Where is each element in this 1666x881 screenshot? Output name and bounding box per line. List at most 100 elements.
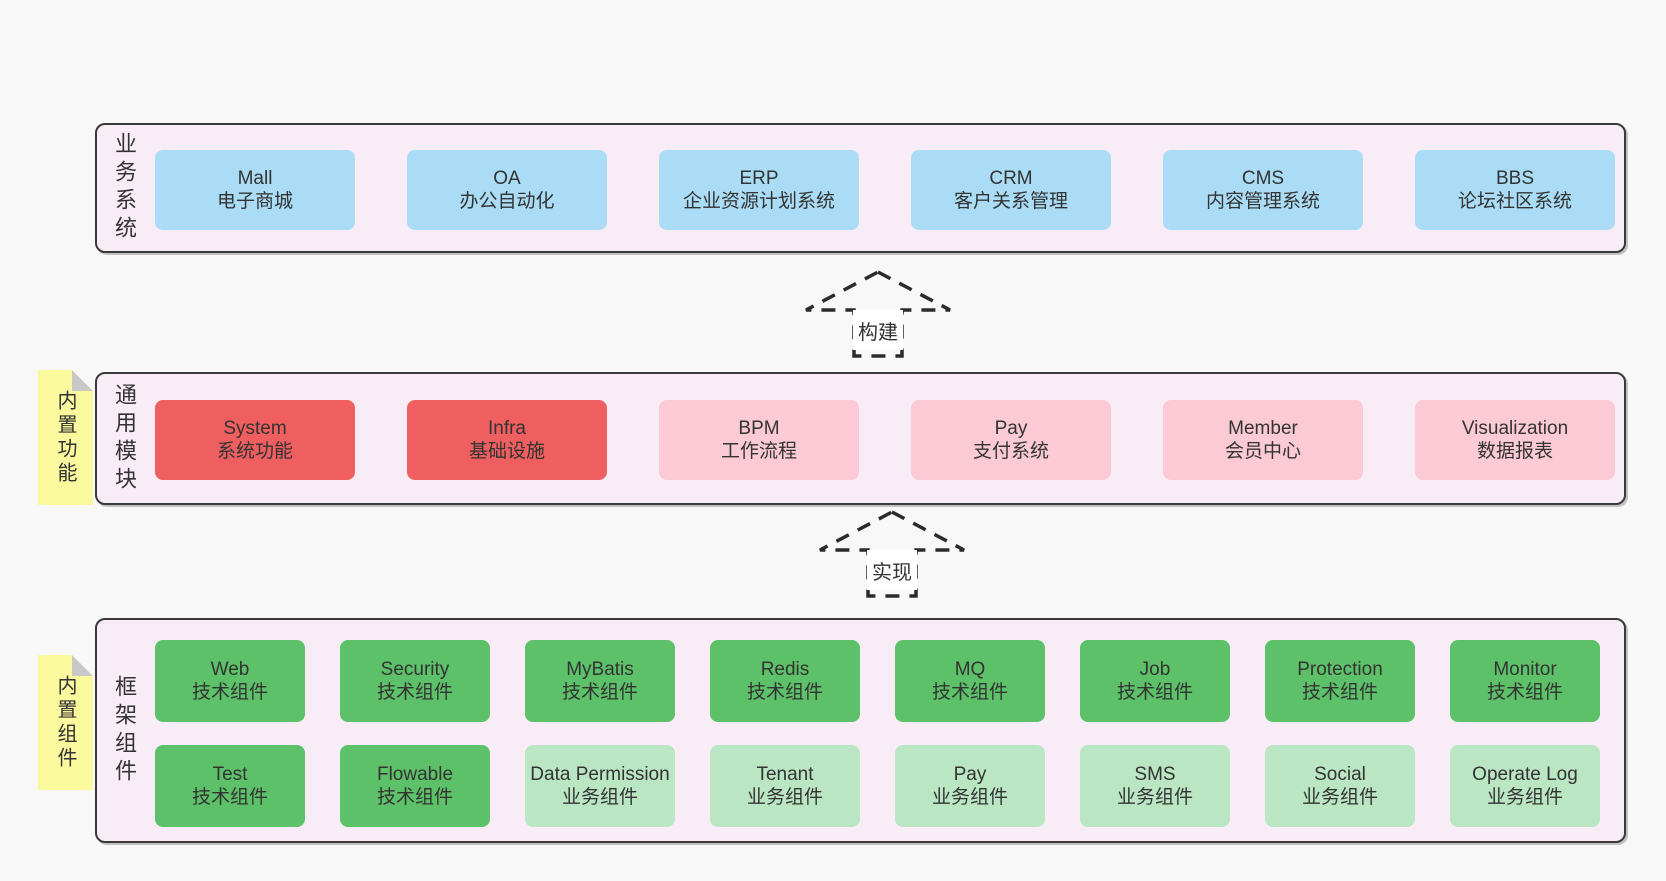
implement-arrow [804, 508, 980, 600]
box-en-label: Protection [1297, 658, 1383, 680]
box-monitor: Monitor 技术组件 [1450, 640, 1600, 722]
box-en-label: Mall [237, 167, 273, 189]
box-en-label: Redis [760, 658, 810, 680]
box-en-label: Operate Log [1472, 763, 1578, 785]
layer-title-business: 业务系统 [112, 132, 137, 244]
box-zh-label: 内容管理系统 [1205, 191, 1320, 212]
box-en-label: SMS [1134, 763, 1176, 785]
box-zh-label: 基础设施 [468, 441, 545, 462]
box-zh-label: 支付系统 [972, 441, 1049, 462]
box-en-label: Member [1228, 417, 1298, 439]
implement-arrow-label: 实现 [867, 550, 917, 590]
box-test: Test 技术组件 [155, 745, 305, 827]
box-en-label: MQ [954, 658, 986, 680]
box-mybatis: MyBatis 技术组件 [525, 640, 675, 722]
box-protection: Protection 技术组件 [1265, 640, 1415, 722]
box-data-permission: Data Permission 业务组件 [525, 745, 675, 827]
note-label: 内置组件 [54, 674, 76, 771]
box-zh-label: 技术组件 [561, 682, 638, 703]
box-en-label: MyBatis [566, 658, 634, 680]
note-built-in-features: 内置功能 [38, 370, 93, 505]
box-en-label: Test [212, 763, 248, 785]
box-bbs: BBS 论坛社区系统 [1415, 150, 1615, 230]
box-zh-label: 论坛社区系统 [1457, 191, 1572, 212]
box-flowable: Flowable 技术组件 [340, 745, 490, 827]
box-redis: Redis 技术组件 [710, 640, 860, 722]
layer-business-systems: 业务系统 Mall 电子商城 OA 办公自动化 ERP 企业资源计划系统 CRM… [95, 123, 1626, 253]
box-zh-label: 技术组件 [1116, 682, 1193, 703]
box-zh-label: 电子商城 [216, 191, 293, 212]
box-web: Web 技术组件 [155, 640, 305, 722]
box-en-label: Pay [994, 417, 1028, 439]
box-en-label: Job [1139, 658, 1171, 680]
box-security: Security 技术组件 [340, 640, 490, 722]
box-zh-label: 技术组件 [931, 682, 1008, 703]
box-en-label: Visualization [1461, 417, 1569, 439]
folded-corner-icon [72, 655, 93, 676]
box-en-label: Infra [487, 417, 527, 439]
layer-framework-components: 框架组件 Web 技术组件 Security 技术组件 MyBatis 技术组件… [95, 618, 1626, 843]
box-en-label: Pay [953, 763, 987, 785]
box-en-label: CRM [989, 167, 1033, 189]
box-zh-label: 技术组件 [746, 682, 823, 703]
box-en-label: Monitor [1493, 658, 1557, 680]
build-arrow-label: 构建 [853, 310, 903, 350]
box-zh-label: 技术组件 [1486, 682, 1563, 703]
box-en-label: OA [493, 167, 521, 189]
box-zh-label: 客户关系管理 [953, 191, 1068, 212]
box-sms: SMS 业务组件 [1080, 745, 1230, 827]
box-en-label: Security [380, 658, 450, 680]
layer-common-modules: 通用模块 System 系统功能 Infra 基础设施 BPM 工作流程 Pay… [95, 372, 1626, 505]
box-en-label: ERP [739, 167, 779, 189]
box-zh-label: 业务组件 [746, 787, 823, 808]
box-zh-label: 企业资源计划系统 [682, 191, 835, 212]
box-system: System 系统功能 [155, 400, 355, 480]
box-oa: OA 办公自动化 [407, 150, 607, 230]
box-zh-label: 业务组件 [561, 787, 638, 808]
box-en-label: Social [1314, 763, 1366, 785]
box-bpm: BPM 工作流程 [659, 400, 859, 480]
box-cms: CMS 内容管理系统 [1163, 150, 1363, 230]
box-en-label: Web [210, 658, 250, 680]
box-visualization: Visualization 数据报表 [1415, 400, 1615, 480]
note-built-in-components: 内置组件 [38, 655, 93, 790]
box-en-label: System [223, 417, 287, 439]
box-zh-label: 技术组件 [376, 682, 453, 703]
box-tenant: Tenant 业务组件 [710, 745, 860, 827]
box-mq: MQ 技术组件 [895, 640, 1045, 722]
box-erp: ERP 企业资源计划系统 [659, 150, 859, 230]
folded-corner-icon [72, 370, 93, 391]
box-en-label: Tenant [756, 763, 814, 785]
box-social: Social 业务组件 [1265, 745, 1415, 827]
layer-title-modules: 通用模块 [112, 382, 137, 495]
box-en-label: Data Permission [530, 763, 670, 785]
box-job: Job 技术组件 [1080, 640, 1230, 722]
layer-title-framework: 框架组件 [112, 674, 137, 787]
box-zh-label: 技术组件 [376, 787, 453, 808]
box-zh-label: 技术组件 [191, 787, 268, 808]
box-infra: Infra 基础设施 [407, 400, 607, 480]
box-pay: Pay 支付系统 [911, 400, 1111, 480]
note-label: 内置功能 [54, 389, 76, 486]
box-en-label: CMS [1241, 167, 1285, 189]
box-zh-label: 工作流程 [720, 441, 797, 462]
box-zh-label: 技术组件 [191, 682, 268, 703]
box-zh-label: 办公自动化 [459, 191, 555, 212]
box-en-label: BBS [1495, 167, 1535, 189]
box-zh-label: 系统功能 [216, 441, 293, 462]
box-crm: CRM 客户关系管理 [911, 150, 1111, 230]
arrow-up-icon [819, 510, 965, 598]
box-zh-label: 业务组件 [1486, 787, 1563, 808]
box-zh-label: 业务组件 [1301, 787, 1378, 808]
build-arrow [790, 268, 966, 360]
box-zh-label: 数据报表 [1476, 441, 1553, 462]
box-zh-label: 会员中心 [1224, 441, 1301, 462]
box-operate-log: Operate Log 业务组件 [1450, 745, 1600, 827]
box-en-label: BPM [738, 417, 780, 439]
box-pay-component: Pay 业务组件 [895, 745, 1045, 827]
box-member: Member 会员中心 [1163, 400, 1363, 480]
arrow-up-icon [805, 270, 951, 358]
box-mall: Mall 电子商城 [155, 150, 355, 230]
box-zh-label: 业务组件 [1116, 787, 1193, 808]
